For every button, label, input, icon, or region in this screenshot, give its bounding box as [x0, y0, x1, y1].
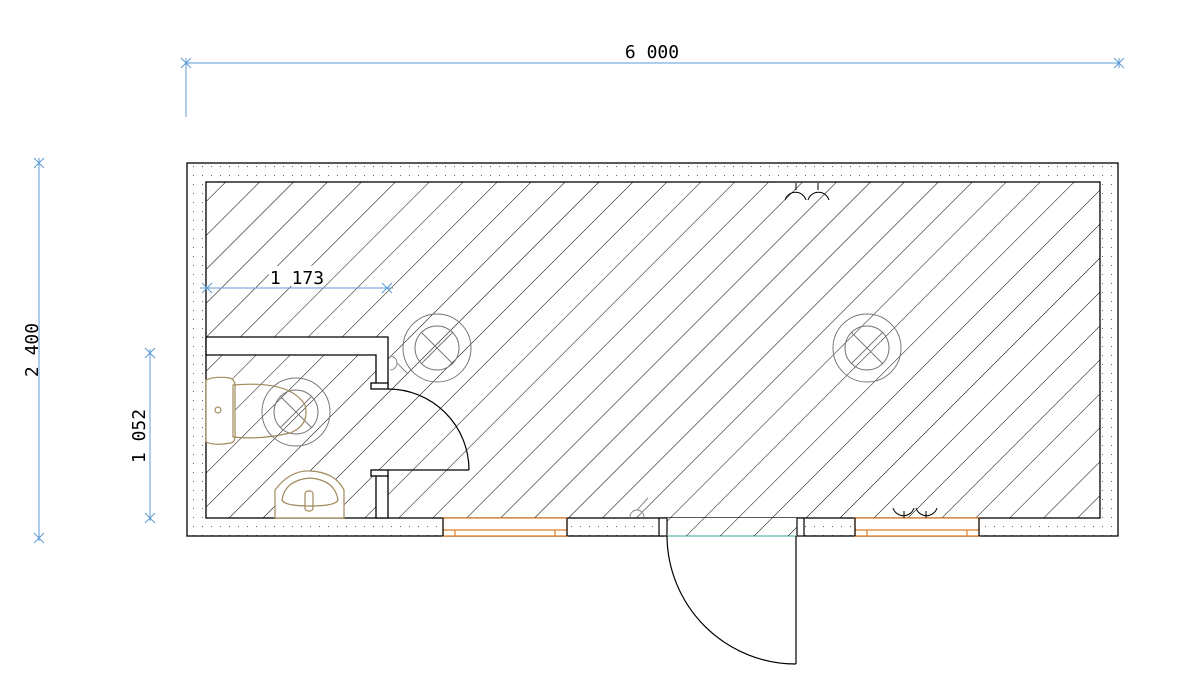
dimension-overall-length [180, 57, 1125, 117]
dimension-label-backdrop [269, 266, 325, 286]
dimension-bathroom-length [200, 282, 393, 294]
ceiling-light-icon [832, 313, 902, 383]
dimension-bathroom-width [144, 347, 156, 524]
double-outlet-icon [892, 507, 938, 518]
dimension-label-width: 2 400 [22, 323, 43, 377]
window-right [854, 517, 980, 537]
bathroom-partition [205, 336, 389, 519]
ceiling-light-icon [402, 313, 472, 383]
window-left [442, 517, 568, 537]
dimension-label-length: 6 000 [625, 42, 679, 63]
ceiling-light-icon [261, 377, 331, 447]
sink-icon [274, 470, 345, 519]
toilet-icon [205, 376, 307, 445]
threshold-hatch [667, 518, 797, 536]
dimension-label-bathroom-width: 1 052 [129, 409, 150, 463]
switch-icon [389, 355, 408, 374]
double-outlet-icon [784, 183, 830, 201]
entrance-door [658, 517, 805, 665]
dimension-label-bathroom-length: 1 173 [270, 268, 324, 289]
switch-icon [629, 497, 649, 518]
dimension-overall-width [33, 157, 45, 544]
bathroom-door [387, 388, 470, 471]
